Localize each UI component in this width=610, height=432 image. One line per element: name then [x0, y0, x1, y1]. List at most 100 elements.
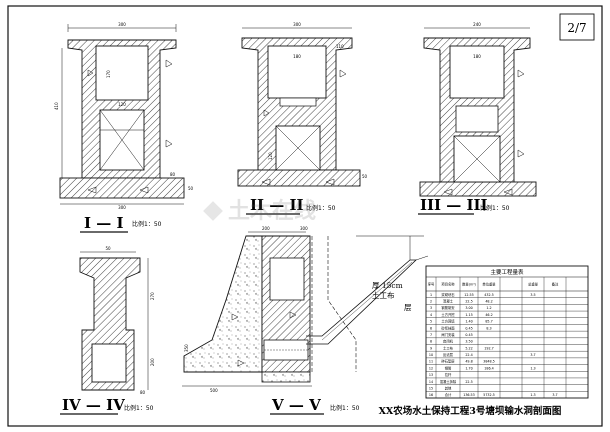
table-cell: 5732.5 [483, 393, 495, 397]
table-cell: 0.45 [465, 333, 472, 337]
section-1-label: I — I 比例1：50 [80, 214, 162, 233]
table-cell: 14 [429, 380, 433, 384]
table-cell: 16 [429, 393, 433, 397]
table-cell: 3848.5 [483, 360, 495, 364]
svg-text:270: 270 [150, 292, 155, 300]
svg-text:300: 300 [293, 22, 301, 27]
table-cell: 3.50 [465, 340, 472, 344]
svg-text:180: 180 [293, 54, 301, 59]
svg-text:200: 200 [150, 358, 155, 366]
table-cell: 49.8 [465, 360, 472, 364]
table-cell: 混凝土 [443, 299, 454, 304]
table-header-cell: 单位重量 [482, 282, 496, 287]
thickness-label: 厚 15cm [372, 281, 403, 290]
table-cell: 1.40 [465, 320, 472, 324]
table-cell: 3.5 [530, 293, 535, 297]
svg-text:比例1：50: 比例1：50 [306, 204, 336, 212]
table-cell: 反滤层 [443, 352, 454, 357]
table-cell: 8 [430, 340, 432, 344]
svg-text:III — III: III — III [420, 196, 488, 214]
table-cell: 土方回填 [441, 319, 455, 324]
table-cell: 8.3 [486, 326, 491, 330]
table-cell: 3.7 [552, 393, 557, 397]
table-cell: 6 [430, 326, 432, 330]
svg-text:300: 300 [118, 205, 126, 210]
table-cell: 11 [429, 360, 433, 364]
svg-text:110: 110 [336, 44, 344, 49]
section-4-label: IV — IV 比例1：50 [60, 396, 154, 415]
table-cell: 3 [430, 306, 432, 310]
table-cell: 12.55 [464, 293, 473, 297]
table-cell: 48.2 [485, 300, 492, 304]
svg-text:土木在线: 土木在线 [228, 198, 316, 224]
table-cell: 9 [430, 346, 432, 350]
sheet-number-box: 2/7 [559, 13, 595, 41]
table-cell: 192.7 [484, 346, 493, 350]
table-cell: 432.5 [484, 293, 493, 297]
table-cell: 2 [430, 300, 432, 304]
table-cell: 砂浆抹面 [441, 325, 455, 330]
table-cell: 1.3 [530, 393, 535, 397]
svg-text:IV — IV: IV — IV [62, 396, 125, 414]
svg-text:50: 50 [362, 174, 368, 179]
table-cell: 3.00 [465, 306, 472, 310]
section-5-label: V — V 比例1：50 [270, 396, 360, 415]
table-cell: 10 [429, 353, 433, 357]
svg-text:120: 120 [118, 102, 126, 107]
svg-text:比例1：50: 比例1：50 [132, 220, 162, 228]
table-header-cell: 项目名称 [441, 282, 455, 287]
table-cell: 0.45 [465, 326, 472, 330]
table-cell: 碎石垫层 [441, 359, 455, 364]
svg-text:V — V: V — V [271, 396, 321, 414]
table-cell: 7 [430, 333, 432, 337]
table-cell: 土方开挖 [441, 312, 455, 317]
svg-text:500: 500 [210, 388, 218, 393]
watermark: 土木在线 [203, 198, 316, 224]
table-cell: 5 [430, 320, 432, 324]
svg-text:比例1：50: 比例1：50 [124, 404, 154, 412]
table-cell: 13 [429, 373, 433, 377]
svg-text:350: 350 [184, 344, 189, 352]
table-cell: 启闭机 [443, 339, 454, 344]
drawing-title: XX农场水土保持工程3号塘坝输水洞剖面图 [379, 405, 562, 417]
table-cell: 85.7 [485, 320, 492, 324]
section-2-drawing: 300 180 120 50 110 [237, 22, 368, 187]
watermark-logo-icon [203, 201, 223, 221]
table-cell: 1.15 [465, 313, 472, 317]
table-cell: 其他 [445, 385, 452, 390]
sheet-border [7, 5, 603, 427]
table-cell: 5.22 [465, 346, 472, 350]
svg-text:300: 300 [118, 22, 126, 27]
svg-text:170: 170 [106, 70, 111, 78]
table-cell: 22.5 [465, 300, 472, 304]
table-cell: 钢筋制安 [441, 305, 455, 310]
table-cell: 1.70 [465, 366, 472, 370]
svg-text:120: 120 [268, 152, 273, 160]
geotextile-label: 土工布 [372, 290, 395, 300]
table-cell: 混凝土拆除 [440, 379, 457, 384]
sheet-number: 2/7 [567, 21, 586, 35]
table-cell: 1 [430, 293, 432, 297]
table-header-cell: 总重量 [528, 282, 539, 287]
table-cell: 22.5 [465, 380, 472, 384]
table-title: 主要工程量表 [490, 268, 524, 276]
section-3-drawing: 240 180 [419, 22, 537, 197]
table-cell: 3.7 [530, 353, 535, 357]
table-cell: 1.2 [486, 306, 491, 310]
section-2-label: II — II 比例1：50 [246, 196, 336, 215]
table-cell: 186.4 [484, 366, 493, 370]
table-cell: 钢管 [445, 365, 452, 370]
table-header-cell: 数量(m³) [462, 282, 476, 287]
svg-text:300: 300 [300, 226, 308, 231]
svg-text:50: 50 [105, 246, 111, 251]
table-cell: 4 [430, 313, 432, 317]
svg-text:240: 240 [473, 22, 481, 27]
table-cell: 土工布 [443, 345, 454, 350]
table-cell: 136.53 [463, 393, 475, 397]
table-cell: 拉杆 [445, 372, 452, 377]
table-cell: 12 [429, 366, 433, 370]
svg-text:II — II: II — II [250, 196, 304, 214]
table-cell: 1.3 [530, 366, 535, 370]
